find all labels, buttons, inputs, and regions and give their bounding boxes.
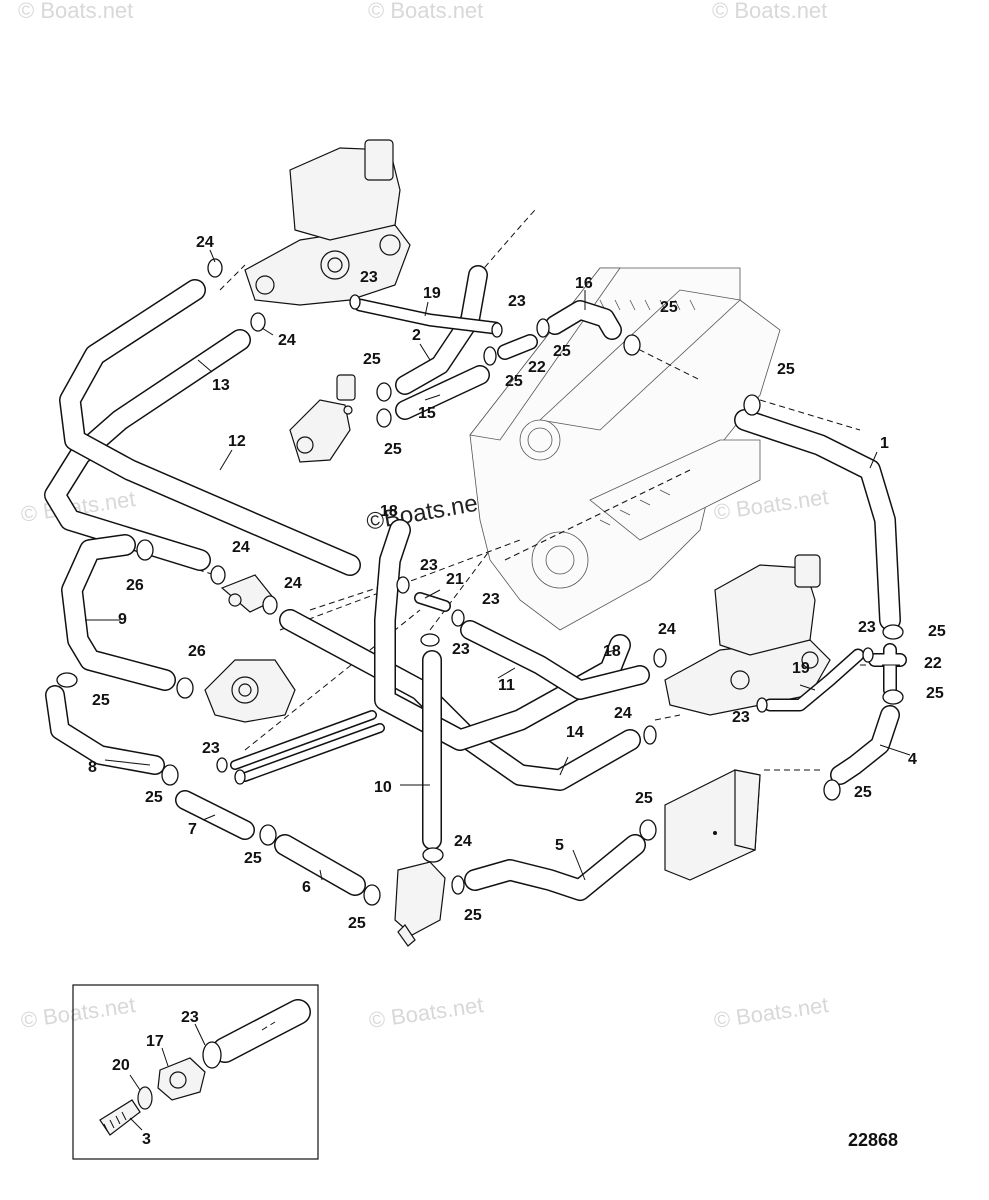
callout-25: 25: [348, 915, 366, 932]
callout-20: 20: [112, 1057, 130, 1074]
watermark-bottom-right: © Boats.net: [712, 992, 830, 1033]
callout-25: 25: [244, 850, 262, 867]
circulating-pump: [204, 659, 296, 723]
callout-25: 25: [505, 373, 523, 390]
callout-24: 24: [658, 621, 676, 638]
callout-24: 24: [196, 234, 214, 251]
callout-23: 23: [508, 293, 526, 310]
callout-5: 5: [555, 837, 564, 854]
callout-23: 23: [420, 557, 438, 574]
dashed-connections: [149, 209, 880, 771]
callout-16: 16: [575, 275, 593, 292]
sea-water-pump-upper: [289, 374, 356, 463]
callout-25: 25: [553, 343, 571, 360]
hose-clamps: [56, 258, 904, 906]
watermark-top-right: © Boats.net: [712, 0, 827, 23]
watermark-top-left: © Boats.net: [18, 0, 133, 23]
callout-1: 1: [880, 435, 889, 452]
callout-23: 23: [202, 740, 220, 757]
callout-25: 25: [854, 784, 872, 801]
callout-7: 7: [188, 821, 197, 838]
callout-25: 25: [928, 623, 946, 640]
watermark-bottom-left: © Boats.net: [19, 992, 137, 1033]
callout-24: 24: [278, 332, 296, 349]
callout-23: 23: [181, 1009, 199, 1026]
thermostat-housing: [394, 861, 446, 947]
callouts: 24 24 13 12 23 19 2 23 16 25 22 25 25 25…: [88, 234, 946, 932]
callout-6: 6: [302, 879, 311, 896]
callout-24: 24: [232, 539, 250, 556]
callout-19: 19: [423, 285, 441, 302]
callout-24: 24: [454, 833, 472, 850]
callout-13: 13: [212, 377, 230, 394]
callout-24: 24: [614, 705, 632, 722]
callout-15: 15: [418, 405, 436, 422]
callout-4: 4: [908, 751, 917, 768]
callout-11: 11: [498, 677, 515, 694]
watermark-top-center: © Boats.net: [368, 0, 483, 23]
heat-exchanger: [664, 769, 761, 881]
inset-detail: 20 17 23 3: [72, 984, 319, 1160]
engine-block: [469, 267, 781, 631]
callout-9: 9: [118, 611, 127, 628]
callout-23: 23: [482, 591, 500, 608]
callout-25: 25: [926, 685, 944, 702]
callout-23: 23: [452, 641, 470, 658]
upper-exhaust-manifold: [244, 139, 411, 306]
lower-exhaust-manifold: [664, 554, 831, 716]
callout-18: 18: [603, 643, 621, 660]
callout-25: 25: [464, 907, 482, 924]
callout-25: 25: [777, 361, 795, 378]
callout-25: 25: [660, 299, 678, 316]
callout-25: 25: [92, 692, 110, 709]
callout-23: 23: [858, 619, 876, 636]
callout-25: 25: [145, 789, 163, 806]
figure-number: 22868: [848, 1130, 898, 1150]
watermark-bottom-center: © Boats.net: [367, 992, 485, 1033]
callout-23: 23: [732, 709, 750, 726]
callout-21: 21: [446, 571, 464, 588]
callout-25: 25: [635, 790, 653, 807]
callout-12: 12: [228, 433, 246, 450]
callout-8: 8: [88, 759, 97, 776]
callout-18: 18: [380, 503, 398, 520]
callout-3: 3: [142, 1131, 151, 1148]
hoses: [44, 265, 907, 901]
callout-25: 25: [384, 441, 402, 458]
callout-17: 17: [146, 1033, 164, 1050]
callout-2: 2: [412, 327, 421, 344]
callout-26: 26: [188, 643, 206, 660]
callout-26: 26: [126, 577, 144, 594]
callout-22: 22: [528, 359, 546, 376]
callout-22: 22: [924, 655, 942, 672]
callout-14: 14: [566, 724, 584, 741]
callout-19: 19: [792, 660, 810, 677]
leader-lines: [85, 249, 911, 881]
callout-23: 23: [360, 269, 378, 286]
callout-10: 10: [374, 779, 392, 796]
callout-24: 24: [284, 575, 302, 592]
callout-25: 25: [363, 351, 381, 368]
